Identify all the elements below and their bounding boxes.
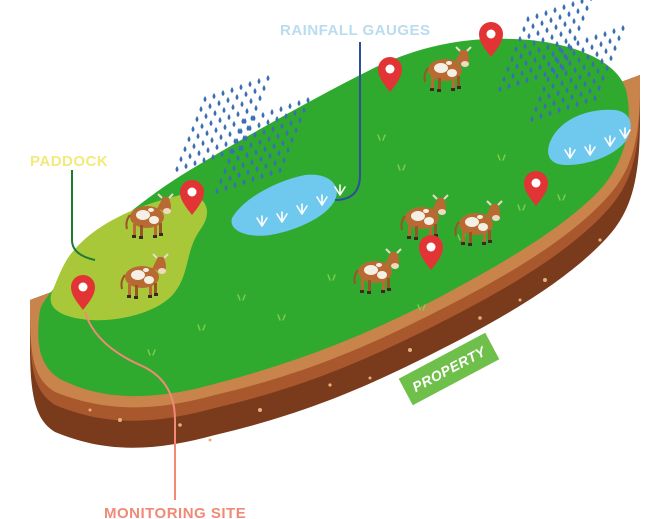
paddock-leader	[71, 170, 96, 261]
rainfall-gauges-label: RAINFALL GAUGES	[280, 22, 431, 39]
paddock-label: PADDOCK	[30, 153, 109, 170]
rainfall-gauges-leader	[334, 42, 361, 201]
soil-specks	[88, 238, 602, 442]
monitoring-site-leader	[84, 311, 176, 500]
monitoring-site-label: MONITORING SITE	[104, 505, 247, 519]
water-pond-icon	[548, 109, 631, 166]
grass-surface	[38, 38, 629, 397]
